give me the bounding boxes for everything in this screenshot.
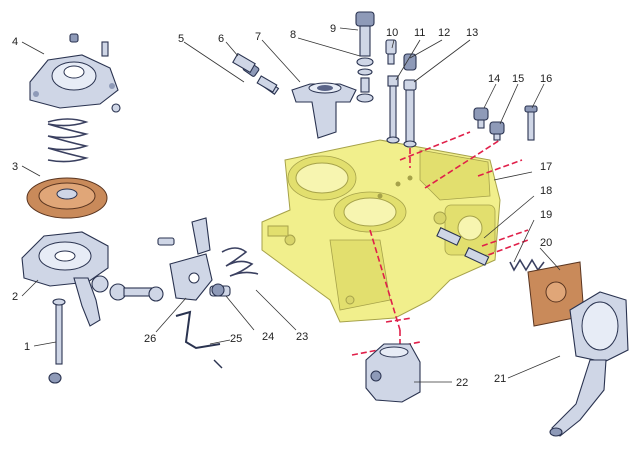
callout-8: 8	[290, 29, 296, 41]
part-25-wire	[175, 310, 223, 369]
callout-20: 20	[540, 237, 552, 249]
part-3-upper-spring	[47, 118, 89, 163]
part-13-emulsion-tube	[403, 79, 417, 148]
callout-14: 14	[488, 73, 500, 85]
callout-23: 23	[296, 331, 308, 343]
leader-lines	[21, 27, 561, 383]
part-19-spring	[509, 258, 545, 272]
part-9-jet-holder	[355, 11, 375, 103]
part-6-screw	[232, 52, 278, 93]
callout-19: 19	[540, 209, 552, 221]
part-3-diaphragm	[26, 177, 108, 219]
callout-13: 13	[466, 27, 478, 39]
part-23-spring	[221, 247, 259, 277]
part-15-plug	[489, 121, 505, 141]
callout-6: 6	[218, 33, 224, 45]
callout-21: 21	[494, 373, 506, 385]
part-12-jet	[403, 53, 417, 71]
part-14-plug	[473, 107, 489, 129]
carburetor-body	[261, 139, 501, 323]
callout-24: 24	[262, 331, 274, 343]
callout-16: 16	[540, 73, 552, 85]
callout-3: 3	[12, 161, 18, 173]
part-1-pushrod	[48, 298, 66, 384]
callout-18: 18	[540, 185, 552, 197]
part-21-pump-cover	[549, 291, 629, 437]
callout-4: 4	[12, 36, 18, 48]
part-11-jet	[386, 75, 400, 144]
callout-9: 9	[330, 23, 336, 35]
part-10-jet	[385, 39, 397, 65]
callout-2: 2	[12, 291, 18, 303]
callout-26: 26	[144, 333, 156, 345]
part-26-linkage	[109, 217, 213, 302]
callout-labels: 4 3 2 1 5 6 7 8 9 10 11 12 13 14 15 16 1…	[12, 23, 552, 389]
part-2-pump-housing	[21, 231, 109, 327]
callout-15: 15	[512, 73, 524, 85]
callout-11: 11	[414, 27, 425, 39]
part-4-cover	[29, 33, 121, 113]
callout-25: 25	[230, 333, 242, 345]
callout-1: 1	[24, 341, 30, 353]
callout-10: 10	[386, 27, 398, 39]
part-24-lever	[209, 283, 231, 297]
callout-7: 7	[255, 31, 261, 43]
callout-5: 5	[178, 33, 184, 45]
part-7-sleeve	[291, 82, 357, 139]
part-18-screws	[436, 226, 490, 266]
part-22-nozzle-block	[365, 343, 421, 403]
callout-22: 22	[456, 377, 468, 389]
callout-17: 17	[540, 161, 552, 173]
callout-12: 12	[438, 27, 450, 39]
part-16-screw	[524, 105, 538, 141]
